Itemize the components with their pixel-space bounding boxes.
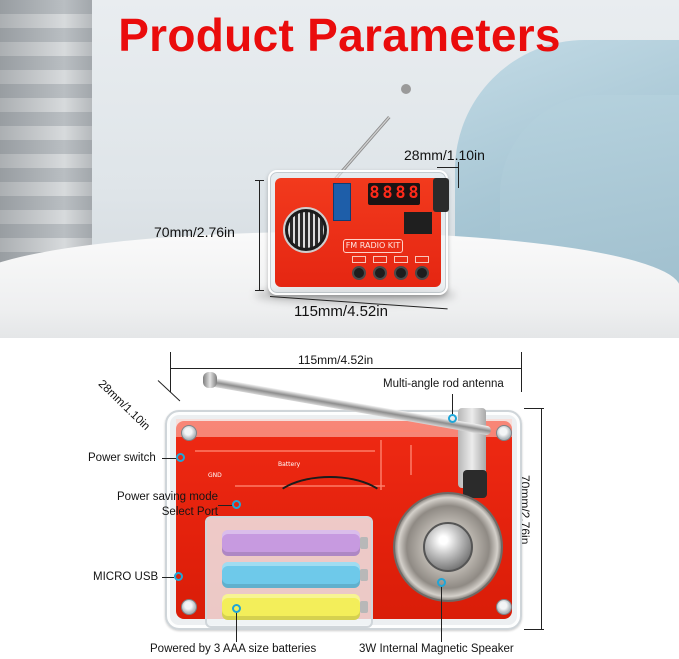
power-saving-callout: Power saving mode Select Port <box>117 491 218 518</box>
screw <box>181 425 197 441</box>
speaker-leader <box>441 586 442 642</box>
antenna-marker <box>448 414 457 423</box>
power-switch-leader <box>162 458 176 459</box>
diagram-width-line <box>170 368 522 369</box>
antenna-tip <box>203 372 217 388</box>
battery-purple <box>222 530 368 556</box>
button-label <box>352 256 366 263</box>
width-label: 115mm/4.52in <box>294 303 388 320</box>
diagram-width-cap <box>170 352 171 392</box>
button-label <box>373 256 387 263</box>
micro-usb-leader <box>162 577 174 578</box>
depth-dimension-cap <box>458 162 459 188</box>
height-dimension-cap <box>255 180 264 181</box>
battery-wire <box>270 476 390 536</box>
speaker-marker <box>437 578 446 587</box>
led-display: 8 8 8 8 <box>368 183 420 205</box>
radio-button[interactable] <box>352 266 366 280</box>
speaker-magnet <box>423 522 473 572</box>
power-switch-marker <box>176 453 185 462</box>
pcb-trace <box>410 445 412 475</box>
height-label: 70mm/2.76in <box>154 224 235 240</box>
screw <box>496 425 512 441</box>
button-label <box>415 256 429 263</box>
power-switch-callout: Power switch <box>88 452 156 464</box>
batteries-callout: Powered by 3 AAA size batteries <box>150 643 317 655</box>
diagram-width-label: 115mm/4.52in <box>298 353 374 367</box>
height-dimension-line <box>259 180 260 290</box>
board-label: FM RADIO KIT <box>343 239 403 253</box>
speaker-callout: 3W Internal Magnetic Speaker <box>359 643 514 655</box>
pcb-battery-text: Battery <box>278 461 301 468</box>
tuner-module <box>333 183 351 221</box>
batteries-marker <box>232 604 241 613</box>
radio-button[interactable] <box>394 266 408 280</box>
page-title: Product Parameters <box>118 9 561 61</box>
speaker-grill <box>288 212 324 248</box>
radio-button[interactable] <box>373 266 387 280</box>
radio-button[interactable] <box>415 266 429 280</box>
power-saving-leader <box>218 505 232 506</box>
batteries-leader <box>236 612 237 642</box>
power-saving-marker <box>232 500 241 509</box>
diagram-height-line <box>541 408 542 630</box>
capacitor <box>433 178 449 212</box>
antenna-tip <box>401 84 411 94</box>
micro-usb-marker <box>174 572 183 581</box>
depth-dimension-line <box>437 167 459 168</box>
background-lamp-shade <box>0 0 92 280</box>
pcb-gnd-text: GND <box>208 472 222 479</box>
led-digit: 8 <box>408 183 419 203</box>
antenna-leader <box>452 394 453 416</box>
diagram-height-cap <box>524 629 544 630</box>
pcb-trace <box>300 430 420 432</box>
led-digit: 8 <box>369 183 380 203</box>
diagram-width-cap <box>521 352 522 392</box>
micro-usb-callout: MICRO USB <box>93 571 159 583</box>
depth-label: 28mm/1.10in <box>404 147 485 163</box>
audio-jack <box>463 470 487 498</box>
antenna-callout: Multi-angle rod antenna <box>383 378 504 390</box>
diagram-height-cap <box>524 408 544 409</box>
led-digit: 8 <box>395 183 406 203</box>
screw <box>181 599 197 615</box>
button-label <box>394 256 408 263</box>
battery-yellow <box>222 594 368 620</box>
pcb-trace <box>195 450 375 452</box>
screw <box>496 599 512 615</box>
led-digit: 8 <box>382 183 393 203</box>
battery-blue <box>222 562 368 588</box>
pcb-trace <box>380 440 382 490</box>
height-dimension-cap <box>255 290 264 291</box>
background-lamp <box>0 0 92 280</box>
product-photo: Product Parameters 8 8 8 8 FM RADIO KIT … <box>0 0 679 338</box>
ic-chip <box>404 212 432 234</box>
